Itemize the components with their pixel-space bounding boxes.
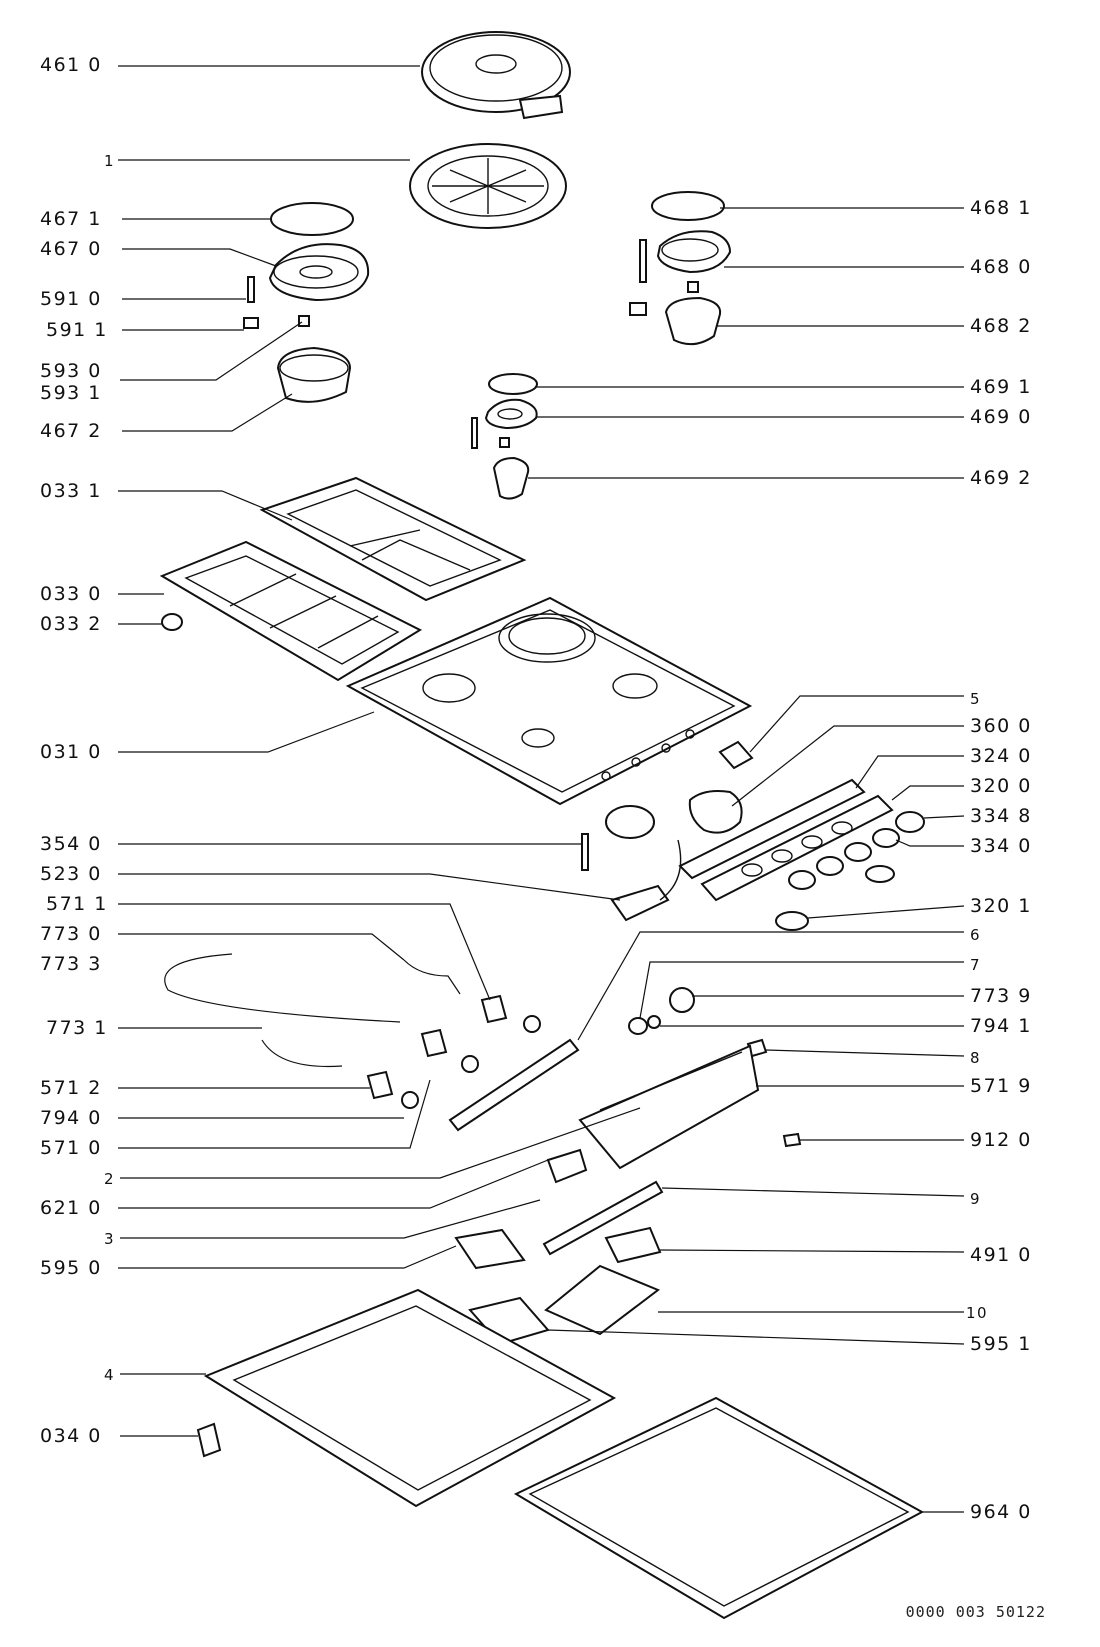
part-label-595-0: 595 0	[40, 1257, 102, 1279]
part-label-033-2: 033 2	[40, 613, 102, 635]
part-label-1: 1	[104, 152, 116, 170]
right-leader-lines	[528, 207, 965, 1513]
part-label-033-0: 033 0	[40, 583, 102, 605]
part-label-621-0: 621 0	[40, 1197, 102, 1219]
part-label-2: 2	[104, 1170, 116, 1188]
control-panel-parts	[678, 740, 925, 931]
part-label-591-0: 591 0	[40, 288, 102, 310]
part-label-523-0: 523 0	[40, 863, 102, 885]
part-label-912-0: 912 0	[970, 1129, 1032, 1151]
part-label-033-1: 033 1	[40, 480, 102, 502]
switch-and-thermostat	[581, 805, 682, 922]
part-label-10: 10	[966, 1304, 989, 1322]
part-label-354-0: 354 0	[40, 833, 102, 855]
part-label-320-1: 320 1	[970, 895, 1032, 917]
part-label-491-0: 491 0	[970, 1244, 1032, 1266]
part-label-8: 8	[970, 1049, 982, 1067]
gasket-seal	[513, 1396, 925, 1620]
part-label-571-2: 571 2	[40, 1077, 102, 1099]
part-label-031-0: 031 0	[40, 741, 102, 763]
part-label-467-2: 467 2	[40, 420, 102, 442]
part-label-469-0: 469 0	[970, 406, 1032, 428]
part-label-467-1: 467 1	[40, 208, 102, 230]
trim-ring-part	[409, 143, 567, 229]
part-label-467-0: 467 0	[40, 238, 102, 260]
part-label-773-3: 773 3	[40, 953, 102, 975]
part-label-6: 6	[970, 926, 982, 944]
part-label-034-0: 034 0	[40, 1425, 102, 1447]
lower-assembly	[454, 1044, 802, 1346]
part-label-3: 3	[104, 1230, 116, 1248]
part-label-794-0: 794 0	[40, 1107, 102, 1129]
burner-469-group	[471, 373, 538, 500]
part-label-320-0: 320 0	[970, 775, 1032, 797]
part-label-593-0: 593 0	[40, 360, 102, 382]
part-label-591-1: 591 1	[46, 319, 108, 341]
part-label-5: 5	[970, 690, 982, 708]
pan-support-grates	[159, 476, 527, 682]
part-label-571-1: 571 1	[46, 893, 108, 915]
part-label-469-1: 469 1	[970, 376, 1032, 398]
part-label-468-1: 468 1	[970, 197, 1032, 219]
part-label-595-1: 595 1	[970, 1333, 1032, 1355]
part-label-9: 9	[970, 1190, 982, 1208]
left-leader-lines	[118, 65, 641, 1437]
part-label-7: 7	[970, 956, 982, 974]
burner-468-group	[629, 191, 732, 346]
part-label-964-0: 964 0	[970, 1501, 1032, 1523]
part-label-773-0: 773 0	[40, 923, 102, 945]
part-label-593-1: 593 1	[40, 382, 102, 404]
hob-top-plate	[345, 596, 753, 806]
shaft-and-fittings	[448, 987, 768, 1132]
gas-taps-and-pipes	[164, 953, 541, 1109]
part-label-571-0: 571 0	[40, 1137, 102, 1159]
burner-467-group	[243, 202, 370, 403]
part-label-4: 4	[104, 1366, 116, 1384]
part-label-461-0: 461 0	[40, 54, 102, 76]
part-label-773-9: 773 9	[970, 985, 1032, 1007]
part-label-773-1: 773 1	[46, 1017, 108, 1039]
part-label-469-2: 469 2	[970, 467, 1032, 489]
part-label-794-1: 794 1	[970, 1015, 1032, 1037]
diagram-reference-code: 0000 003 50122	[905, 1603, 1046, 1621]
part-label-468-0: 468 0	[970, 256, 1032, 278]
part-label-324-0: 324 0	[970, 745, 1032, 767]
bottom-tray	[196, 1288, 617, 1508]
hotplate-part	[421, 31, 571, 120]
part-label-571-9: 571 9	[970, 1075, 1032, 1097]
part-label-468-2: 468 2	[970, 315, 1032, 337]
part-label-334-0: 334 0	[970, 835, 1032, 857]
part-label-360-0: 360 0	[970, 715, 1032, 737]
part-label-334-8: 334 8	[970, 805, 1032, 827]
